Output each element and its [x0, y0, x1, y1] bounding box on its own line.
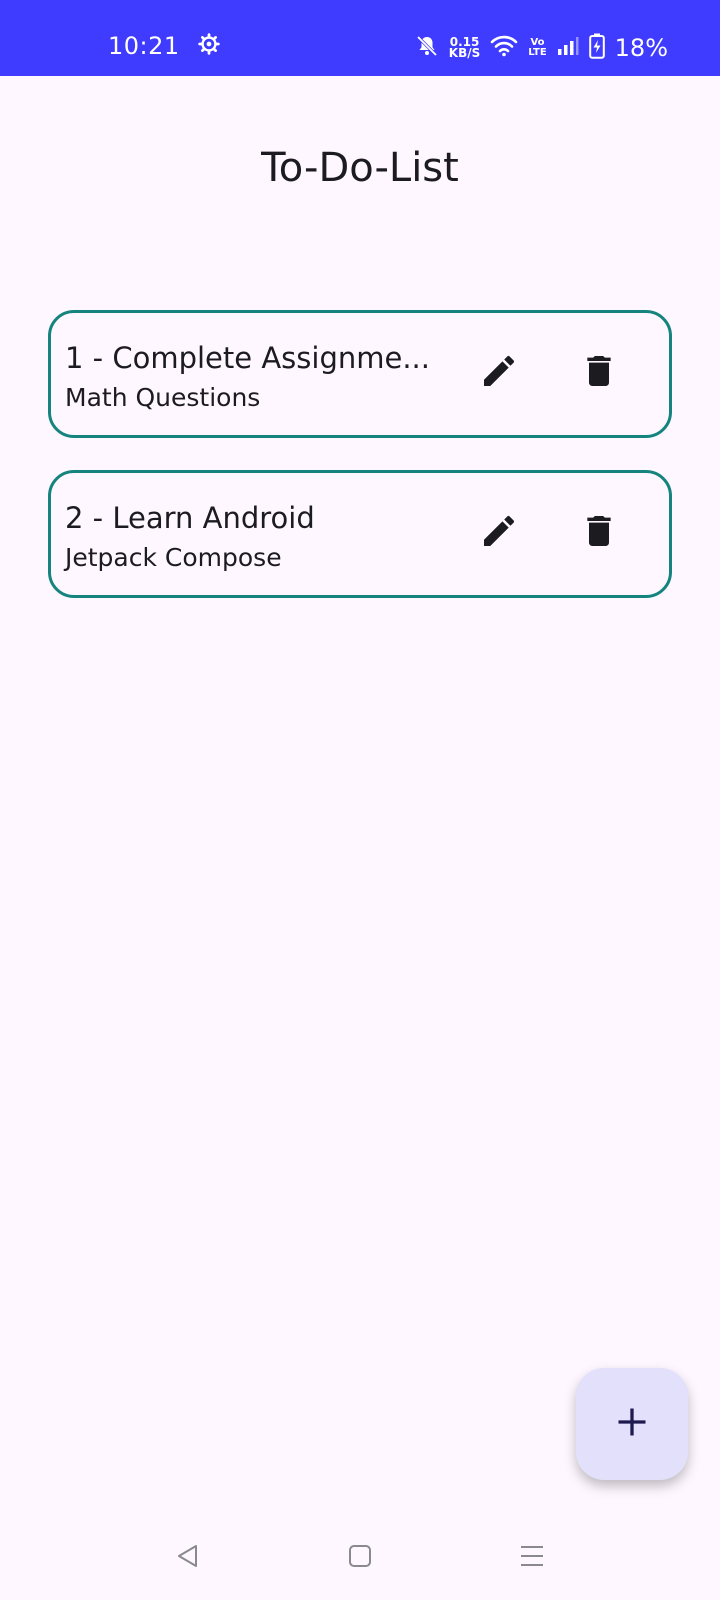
volte-bottom: LTE — [528, 47, 547, 58]
volte-indicator: Vo LTE — [528, 38, 546, 58]
page-title: To-Do-List — [261, 145, 459, 191]
task-title: 1 - Complete Assignme... — [65, 341, 430, 375]
nav-back-button[interactable] — [168, 1538, 208, 1578]
status-bar: 10:21 — [0, 0, 720, 76]
task-card[interactable]: 2 - Learn Android Jetpack Compose — [48, 470, 672, 598]
task-title: 2 - Learn Android — [65, 501, 315, 535]
home-icon — [346, 1542, 374, 1574]
status-right: 0.15 KB/S Vo LTE — [415, 33, 668, 63]
recents-icon — [518, 1542, 546, 1574]
plus-icon — [614, 1404, 650, 1444]
navigation-bar — [0, 1510, 720, 1600]
signal-icon — [557, 36, 579, 60]
nav-recents-button[interactable] — [512, 1538, 552, 1578]
add-task-button[interactable] — [576, 1368, 688, 1480]
edit-button[interactable] — [469, 503, 529, 563]
bell-off-icon — [415, 34, 439, 62]
settings-gear-icon — [197, 33, 220, 59]
wifi-icon — [490, 34, 518, 62]
nav-home-button[interactable] — [340, 1538, 380, 1578]
task-description: Jetpack Compose — [65, 543, 282, 572]
network-speed-value: 0.15 — [449, 35, 480, 49]
network-speed: 0.15 KB/S — [448, 35, 481, 60]
status-time: 10:21 — [108, 32, 180, 60]
status-left: 10:21 — [108, 33, 220, 59]
trash-icon — [579, 351, 619, 395]
network-speed-unit: KB/S — [448, 46, 481, 60]
task-card[interactable]: 1 - Complete Assignme... Math Questions — [48, 310, 672, 438]
edit-button[interactable] — [469, 343, 529, 403]
task-description: Math Questions — [65, 383, 261, 412]
battery-percentage: 18% — [614, 34, 668, 62]
trash-icon — [579, 511, 619, 555]
pencil-icon — [479, 511, 519, 555]
task-list: 1 - Complete Assignme... Math Questions … — [48, 310, 672, 630]
battery-charging-icon — [588, 33, 605, 63]
volte-top: Vo — [530, 37, 545, 48]
delete-button[interactable] — [569, 503, 629, 563]
pencil-icon — [479, 351, 519, 395]
delete-button[interactable] — [569, 343, 629, 403]
back-icon — [174, 1542, 202, 1574]
